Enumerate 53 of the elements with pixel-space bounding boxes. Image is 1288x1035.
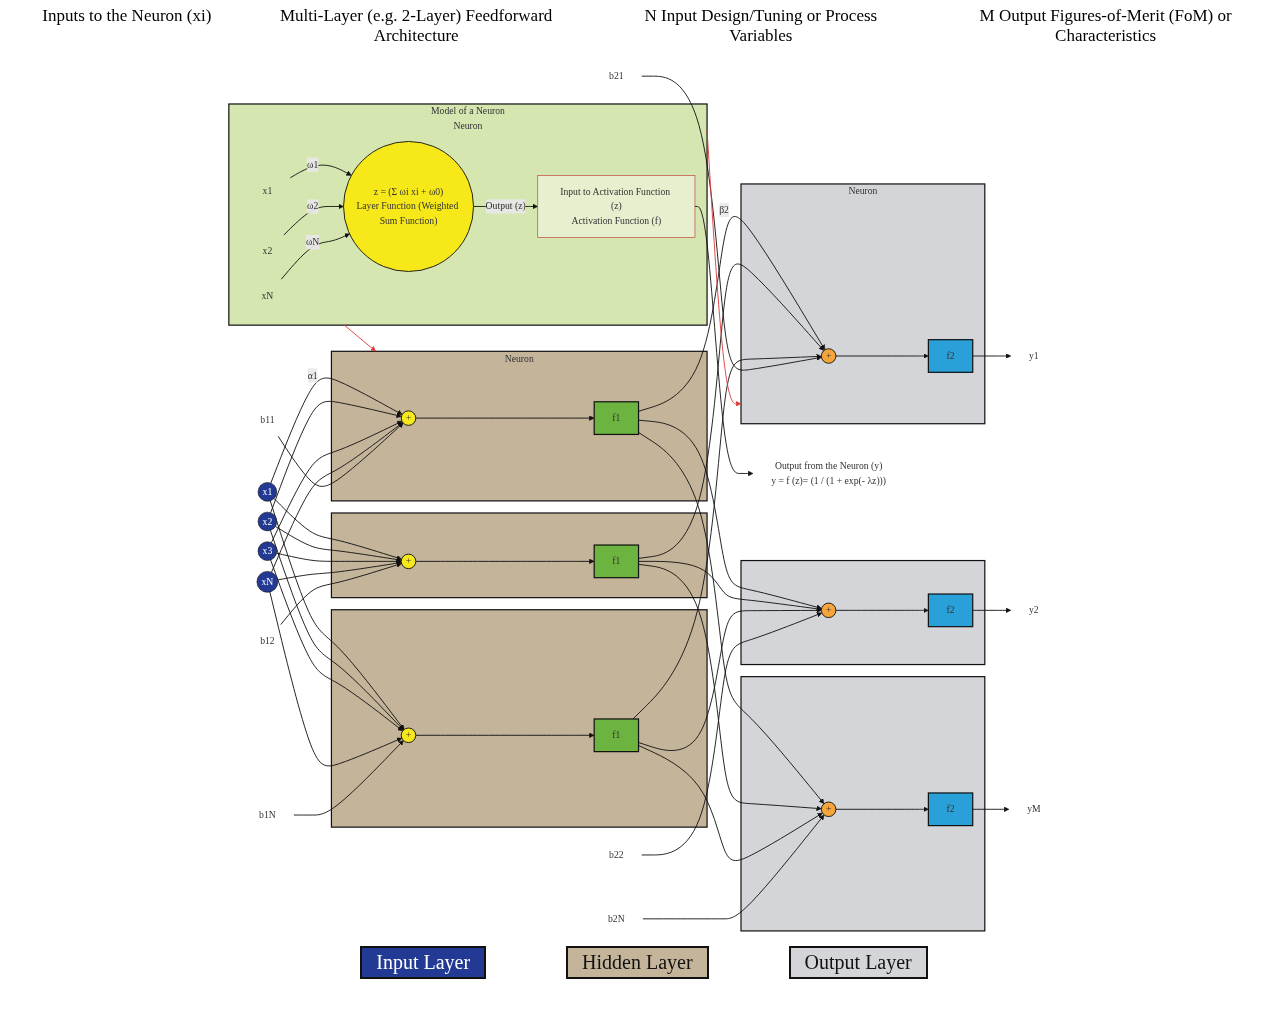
cluster: [740, 182, 986, 424]
node-box: Input to Activation Function (z) Activation Function (f): [537, 174, 696, 238]
node-text: Output from the Neuron (y): [775, 460, 883, 471]
node-circle: +: [821, 602, 837, 618]
node-text: xN: [261, 289, 274, 300]
node-label: Neuron: [848, 185, 878, 196]
edge-label: ω2: [307, 200, 319, 211]
layer-legend-box: Output Layer: [788, 946, 928, 979]
node-circle: x3: [257, 540, 278, 561]
node-text: b2N: [608, 912, 625, 924]
note-text: N Input Design/Tuning or Process Variables: [643, 6, 879, 46]
node-circle: x2: [257, 511, 278, 531]
node-circle: +: [401, 409, 417, 426]
edge-label: α1: [307, 369, 318, 380]
cluster: [740, 675, 986, 932]
node-circle: +: [821, 801, 837, 817]
node-box: f1: [593, 543, 640, 578]
node-box: f2: [928, 338, 974, 373]
edge-label: ωN: [306, 236, 320, 247]
layer-legend-box: Input Layer: [360, 946, 487, 979]
node-label: Neuron: [504, 352, 534, 363]
node-text: x2: [262, 245, 273, 256]
edge-label: β2: [719, 204, 730, 215]
cluster: [740, 559, 986, 665]
note-text: Inputs to the Neuron (xi): [42, 6, 212, 27]
node-box: f1: [593, 400, 640, 435]
node-box: f1: [593, 717, 640, 752]
cluster: [331, 608, 708, 828]
node-text: b12: [260, 634, 275, 646]
node-circle: +: [821, 347, 837, 364]
node-circle: xN: [256, 570, 279, 593]
cluster: [331, 350, 708, 501]
node-text: y2: [1029, 604, 1039, 615]
note-text: Multi-Layer (e.g. 2-Layer) Feedforward Architecture: [278, 6, 554, 46]
cluster: [331, 511, 708, 598]
node-text: x1: [262, 185, 273, 196]
node-box: f2: [928, 592, 974, 627]
node-text: b22: [609, 849, 624, 860]
node-text: y1: [1029, 350, 1039, 361]
note-text: M Output Figures-of-Merit (FoM) or Characteristics: [978, 6, 1233, 46]
edge-label: ω1: [307, 158, 319, 169]
node-text: yM: [1027, 803, 1041, 814]
node-text: b11: [260, 413, 275, 425]
node-text: b21: [609, 70, 624, 81]
node-circle: z = (Σ ωi xi + ω0) Layer Function (Weighted Sum Function): [343, 140, 475, 272]
node-circle: x1: [257, 481, 278, 502]
node-circle: +: [401, 727, 417, 743]
node-circle: +: [401, 553, 417, 569]
edge-label: Output (z): [485, 200, 526, 211]
node-label: y = f (z)= (1 / (1 + exp(- λz))): [771, 474, 887, 486]
layer-legend-box: Hidden Layer: [566, 946, 709, 979]
node-box: f2: [928, 791, 974, 826]
node-text: b1N: [259, 809, 276, 820]
